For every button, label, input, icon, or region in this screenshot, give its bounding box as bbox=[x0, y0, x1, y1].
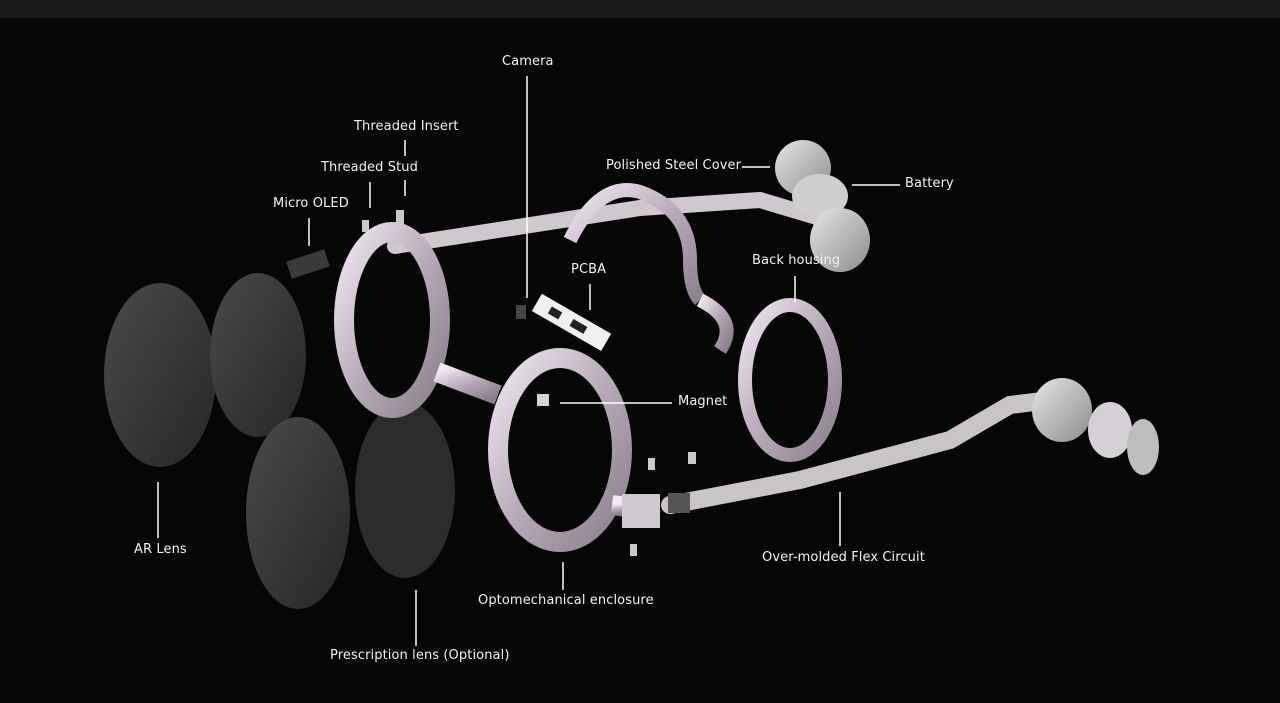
threaded-stud-part bbox=[362, 210, 696, 556]
battery-part bbox=[775, 140, 870, 272]
label-threaded-stud: Threaded Stud bbox=[321, 160, 418, 175]
label-threaded-insert: Threaded Insert bbox=[354, 119, 459, 134]
label-back-housing: Back housing bbox=[752, 253, 841, 268]
micro-oled-part bbox=[286, 249, 330, 279]
over-molded-flex-circuit-part bbox=[661, 391, 1059, 514]
label-micro-oled: Micro OLED bbox=[273, 196, 349, 211]
window-top-bar bbox=[0, 0, 1280, 18]
ar-lens-part bbox=[104, 273, 350, 609]
magnet-part bbox=[537, 394, 549, 406]
camera-part bbox=[516, 305, 526, 319]
label-magnet: Magnet bbox=[678, 394, 728, 409]
label-prescription-lens: Prescription lens (Optional) bbox=[330, 648, 510, 663]
back-housing-part bbox=[563, 183, 842, 462]
prescription-lens-part bbox=[355, 402, 455, 578]
label-optomechanical-enclosure: Optomechanical enclosure bbox=[478, 593, 654, 608]
label-pcba: PCBA bbox=[571, 262, 607, 277]
label-camera: Camera bbox=[502, 54, 554, 69]
label-ar-lens: AR Lens bbox=[134, 542, 187, 557]
rear-battery-stack bbox=[1032, 378, 1159, 475]
label-over-molded-flex-circuit: Over-molded Flex Circuit bbox=[762, 550, 925, 565]
upper-temple-arm bbox=[387, 191, 848, 254]
hinge-block bbox=[622, 494, 660, 528]
pcba-part bbox=[531, 293, 612, 352]
label-battery: Battery bbox=[905, 176, 954, 191]
label-polished-steel-cover: Polished Steel Cover bbox=[606, 158, 742, 173]
leader-lines bbox=[157, 76, 900, 646]
